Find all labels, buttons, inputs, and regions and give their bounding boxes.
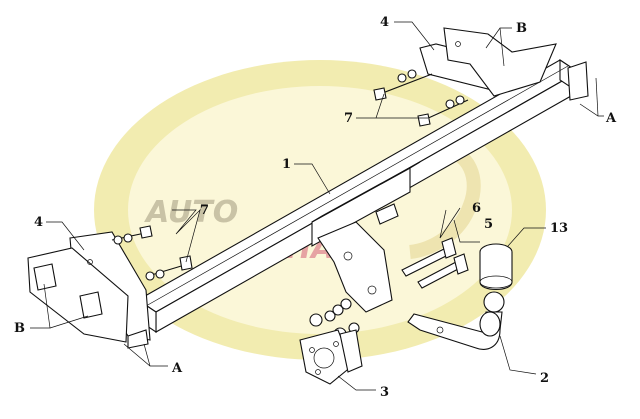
- washer-left-4: [155, 269, 165, 279]
- callout-B-left: B: [14, 321, 25, 336]
- leader-A-right-2: [595, 77, 599, 117]
- leader-A-right: [579, 103, 604, 117]
- tow-ball-arm-hole: [436, 326, 444, 334]
- bolt-right-upper: [379, 73, 433, 95]
- side-bracket-left-tab: [127, 329, 149, 349]
- socket-plate-hole-1: [309, 347, 315, 353]
- socket-plate-hole-2: [333, 341, 339, 347]
- bolt-5-head: [453, 253, 469, 275]
- side-bracket-left-hole: [87, 259, 93, 265]
- drop-plate-hole-2: [367, 285, 377, 295]
- socket-plate-body: [299, 329, 353, 385]
- leader-13: [507, 227, 546, 247]
- washer-c-3: [340, 298, 352, 310]
- side-bracket-right-arm: [443, 27, 557, 97]
- leader-B-right-2: [499, 27, 505, 67]
- washer-left-1: [113, 235, 123, 245]
- callout-A-right: A: [605, 111, 617, 126]
- side-bracket-left-block-2: [79, 291, 103, 319]
- leader-6: [439, 207, 461, 239]
- socket-plate-centre-hole: [313, 347, 335, 369]
- callout-5: 5: [484, 217, 493, 232]
- leader-2: [499, 335, 537, 375]
- side-bracket-right: [419, 27, 589, 101]
- bolts-5-6: [401, 237, 469, 289]
- bolt-head-right-lower: [417, 113, 431, 127]
- side-bracket-right-hole: [455, 41, 461, 47]
- drop-plate-body: [317, 221, 393, 313]
- callout-6: 6: [472, 201, 481, 216]
- socket-plate-hole-3: [315, 369, 321, 375]
- leader-5: [453, 219, 480, 243]
- washer-left-2: [123, 233, 133, 243]
- callout-A-left: A: [171, 361, 183, 376]
- callout-1: 1: [282, 157, 291, 172]
- tow-ball-cover-body: [479, 252, 513, 291]
- drop-plate-hole-1: [343, 251, 353, 261]
- washer-left-3: [145, 271, 155, 281]
- bolt-set-left: [111, 225, 193, 281]
- tow-ball-cover: [479, 243, 513, 291]
- callout-2: 2: [540, 371, 549, 386]
- washer-right-1: [397, 73, 407, 83]
- washer-c-2: [332, 304, 344, 316]
- socket-plate-bracket: [339, 329, 363, 373]
- washer-right-3: [445, 99, 455, 109]
- side-bracket-right-tab: [567, 61, 589, 101]
- tow-ball: [483, 291, 505, 313]
- leader-B-left-2: [49, 315, 89, 329]
- leader-7-right: [356, 93, 428, 119]
- bolt-head-right-upper: [373, 87, 387, 101]
- leader-3: [337, 375, 376, 391]
- bolt-6-head: [441, 237, 457, 259]
- watermark-auto-text: AUTO: [144, 195, 238, 230]
- bolt-head-left-lower: [179, 255, 193, 271]
- callout-3: 3: [380, 385, 389, 400]
- leader-7-left: [172, 208, 201, 263]
- callout-4-left: 4: [34, 215, 43, 230]
- bolt-head-left-upper: [139, 225, 153, 239]
- washer-c-1: [324, 310, 336, 322]
- leader-4-left: [46, 221, 85, 251]
- callout-labels: 1 2 3 4 4 5 6 7 7 13 A A B B: [14, 15, 617, 400]
- callout-B-right: B: [516, 21, 527, 36]
- tow-ball-neck: [407, 291, 505, 350]
- callout-13: 13: [550, 221, 568, 236]
- callout-7-right: 7: [344, 111, 353, 126]
- washer-right-2: [407, 69, 417, 79]
- centre-bracket-top: [311, 161, 421, 223]
- bolt-set-right: [373, 69, 469, 127]
- washer-right-4: [455, 95, 465, 105]
- tow-ball-cover-rim: [479, 275, 513, 289]
- leader-lines: [30, 21, 604, 391]
- nut-1: [309, 313, 323, 327]
- leader-4-right: [394, 21, 435, 51]
- callout-4-right: 4: [380, 15, 389, 30]
- leader-A-left-2: [143, 343, 151, 367]
- leader-1: [294, 163, 331, 195]
- drop-plate: [317, 203, 399, 313]
- side-bracket-left-block-1: [33, 263, 57, 291]
- crossbeam-edge-line: [145, 65, 569, 307]
- callout-7-left: 7: [200, 203, 209, 218]
- drop-plate-tab: [375, 203, 399, 225]
- tow-ball-neck-collar: [479, 311, 501, 337]
- socket-plate: [299, 329, 363, 385]
- tow-ball-arm: [407, 311, 503, 350]
